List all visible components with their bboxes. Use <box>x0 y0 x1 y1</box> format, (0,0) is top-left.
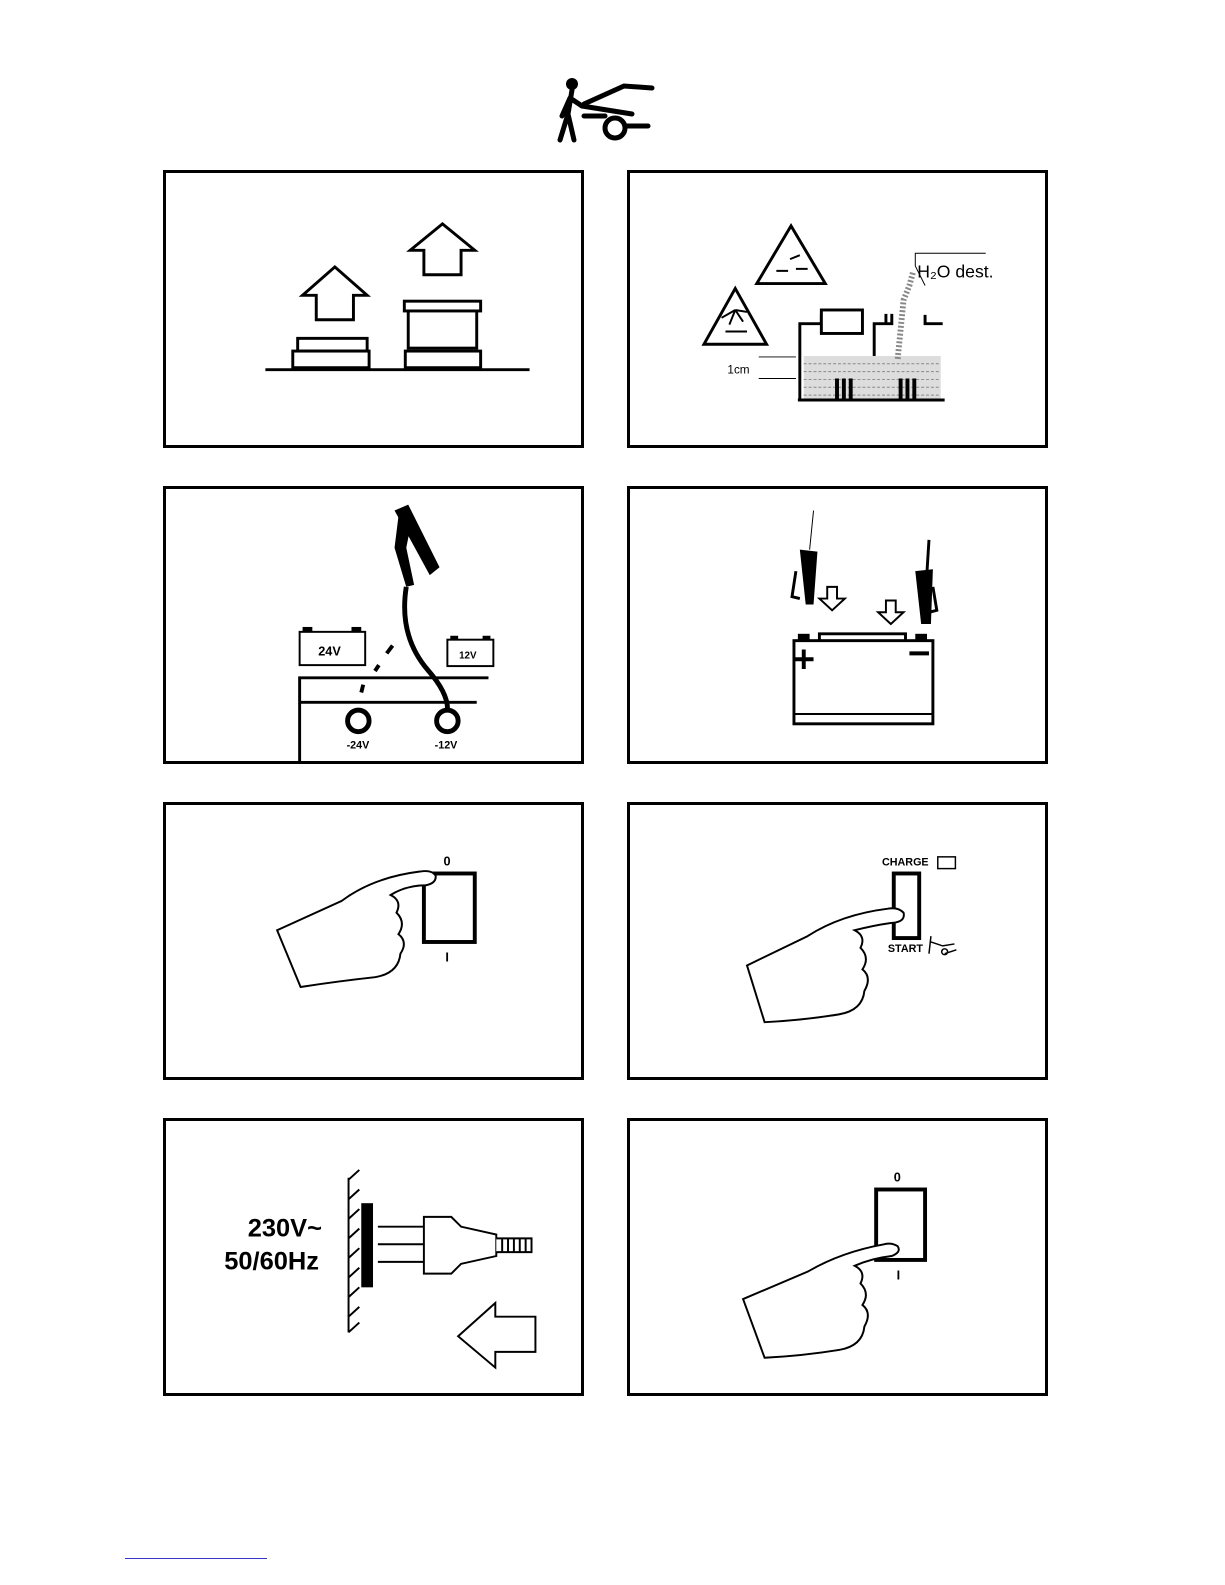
panel-mains: 230V~ 50/60Hz <box>163 1118 584 1396</box>
battery-icon <box>938 857 956 869</box>
battery-icon: 24V <box>300 627 366 665</box>
on-mark: I <box>445 950 449 965</box>
svg-text:12V: 12V <box>459 650 477 661</box>
battery-icon: 12V <box>447 636 493 666</box>
jump-start-car-icon <box>552 76 662 146</box>
jump-start-car-icon <box>929 936 956 955</box>
level-label: 1cm <box>727 364 749 377</box>
panel-switch-off: 0 I <box>163 802 584 1080</box>
down-arrow-icon <box>819 587 844 610</box>
left-arrow-icon <box>458 1303 535 1368</box>
corrosive-warning-icon <box>757 226 825 284</box>
panel-water-level: H₂O dest. 1cm <box>627 170 1048 448</box>
h2o-label: H₂O dest. <box>917 262 993 282</box>
battery-cap <box>298 338 367 351</box>
svg-text:-24V: -24V <box>347 739 371 751</box>
voltage-label: 230V~ <box>248 1214 322 1242</box>
up-arrow-icon <box>303 267 368 320</box>
panel-voltage-select: 24V 12V -24V -12V <box>163 486 584 764</box>
mode-switch[interactable] <box>894 873 919 938</box>
socket-12v <box>437 710 459 732</box>
power-plug-icon <box>378 1217 532 1274</box>
panel-remove-caps <box>163 170 584 448</box>
explosive-warning-icon <box>704 288 767 344</box>
down-arrow-icon <box>878 601 903 624</box>
start-label: START <box>888 943 923 955</box>
up-arrow-icon <box>410 224 475 275</box>
socket-24v <box>348 710 370 732</box>
charge-label: CHARGE <box>882 857 929 869</box>
panel-switch-on: 0 I <box>627 1118 1048 1396</box>
battery-icon <box>794 634 933 724</box>
panel-charge-start: CHARGE START <box>627 802 1048 1080</box>
clamp-icon <box>395 505 440 587</box>
hand-pointer-icon <box>277 871 436 987</box>
clamp-icon <box>915 569 937 624</box>
off-mark: 0 <box>443 854 450 869</box>
hand-pointer-icon <box>747 908 904 1022</box>
svg-text:-12V: -12V <box>435 739 459 751</box>
wall-socket <box>361 1203 373 1287</box>
panel-connect-clamps <box>627 486 1048 764</box>
off-mark: 0 <box>894 1170 901 1185</box>
svg-text:24V: 24V <box>318 643 341 658</box>
clamp-icon <box>792 550 817 605</box>
footer-link-underline[interactable] <box>125 1558 267 1559</box>
frequency-label: 50/60Hz <box>224 1248 319 1276</box>
on-mark: I <box>897 1268 901 1283</box>
